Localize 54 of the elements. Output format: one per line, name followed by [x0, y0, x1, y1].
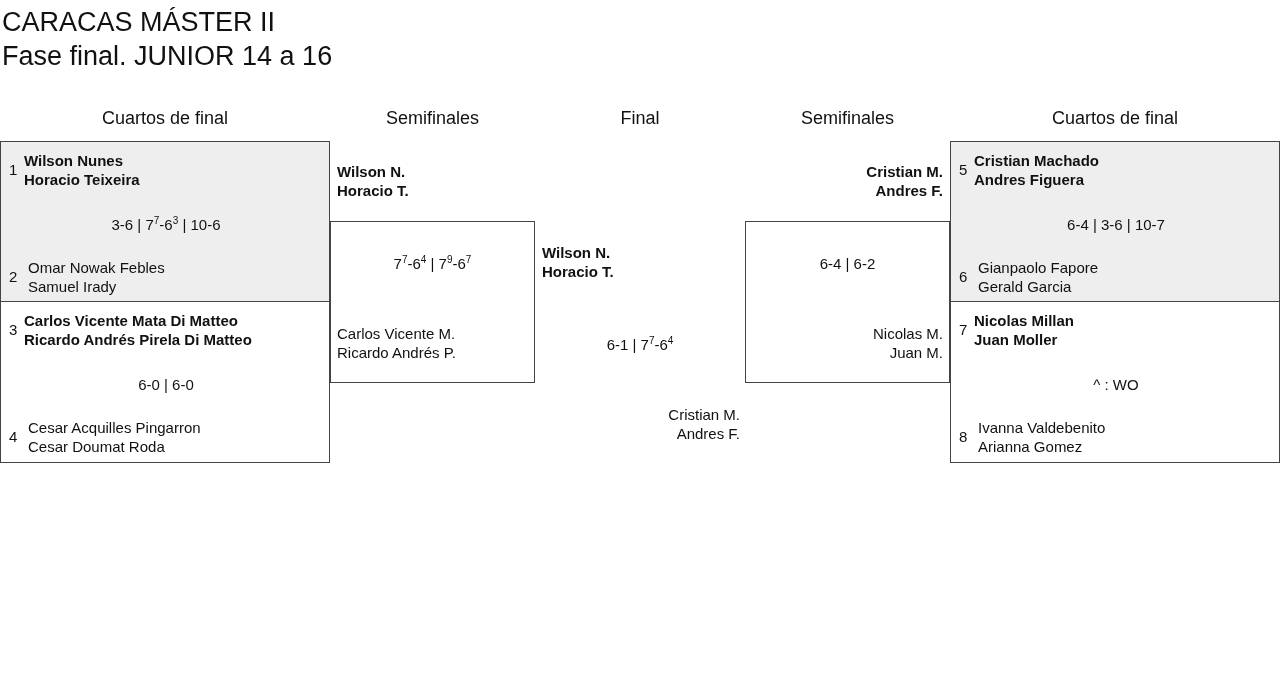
- match-score: 7$^{7}$-6$^{4}$ | 7$^{9}$-6$^{7}$: [392, 254, 473, 273]
- match-score: 6-0 | 6-0: [137, 375, 195, 394]
- seed-number: 3: [9, 320, 18, 339]
- player-name: Samuel Irady: [28, 277, 117, 296]
- match-score: 6-1 | 7$^{7}$-6$^{4}$: [605, 335, 675, 354]
- player-name: Horacio T.: [542, 262, 614, 281]
- player-name: Horacio T.: [337, 181, 409, 200]
- match-score: 6-4 | 3-6 | 10-7: [1066, 215, 1166, 234]
- player-name: Andres Figuera: [974, 170, 1085, 189]
- player-name: Wilson N.: [337, 162, 406, 181]
- player-name: Juan M.: [889, 343, 943, 362]
- round-heading: Semifinales: [384, 108, 480, 129]
- seed-number: 1: [9, 160, 18, 179]
- player-name: Nicolas M.: [873, 324, 943, 343]
- round-heading: Semifinales: [799, 108, 895, 129]
- subtitle: Fase final. JUNIOR 14 a 16: [2, 40, 333, 73]
- seed-number: 8: [959, 427, 968, 446]
- seed-number: 2: [9, 267, 18, 286]
- player-name: Gerald Garcia: [978, 277, 1072, 296]
- player-name: Ricardo Andrés Pirela Di Matteo: [24, 330, 252, 349]
- player-name: Ivanna Valdebenito: [978, 418, 1106, 437]
- player-name: Wilson N.: [542, 243, 611, 262]
- player-name: Gianpaolo Fapore: [978, 258, 1099, 277]
- player-name: Andres F.: [675, 424, 740, 443]
- seed-number: 7: [959, 320, 968, 339]
- round-heading: Final: [619, 108, 661, 129]
- match-score: 6-4 | 6-2: [818, 254, 877, 273]
- player-name: Horacio Teixeira: [24, 170, 140, 189]
- seed-number: 6: [959, 267, 968, 286]
- match-score: ^ : WO: [1092, 375, 1140, 394]
- title: CARACAS MÁSTER II: [2, 6, 276, 39]
- match-score: 3-6 | 7$^{7}$-6$^{3}$ | 10-6: [110, 215, 222, 234]
- seed-number: 4: [9, 427, 18, 446]
- player-name: Ricardo Andrés P.: [337, 343, 456, 362]
- round-heading: Cuartos de final: [1050, 108, 1180, 129]
- player-name: Juan Moller: [974, 330, 1058, 349]
- player-name: Carlos Vicente Mata Di Matteo: [24, 311, 238, 330]
- player-name: Carlos Vicente M.: [337, 324, 456, 343]
- match-box: [0, 301, 330, 463]
- player-name: Omar Nowak Febles: [28, 258, 165, 277]
- player-name: Cristian M.: [866, 162, 943, 181]
- match-box: [950, 141, 1280, 303]
- player-name: Arianna Gomez: [978, 437, 1083, 456]
- player-name: Andres F.: [875, 181, 943, 200]
- player-name: Cesar Doumat Roda: [28, 437, 165, 456]
- match-box: [0, 141, 330, 303]
- round-heading: Cuartos de final: [100, 108, 230, 129]
- seed-number: 5: [959, 160, 968, 179]
- player-name: Cesar Acquilles Pingarron: [28, 418, 201, 437]
- player-name: Cristian Machado: [974, 151, 1100, 170]
- player-name: Wilson Nunes: [24, 151, 124, 170]
- player-name: Cristian M.: [667, 405, 740, 424]
- player-name: Nicolas Millan: [974, 311, 1075, 330]
- match-box: [950, 301, 1280, 463]
